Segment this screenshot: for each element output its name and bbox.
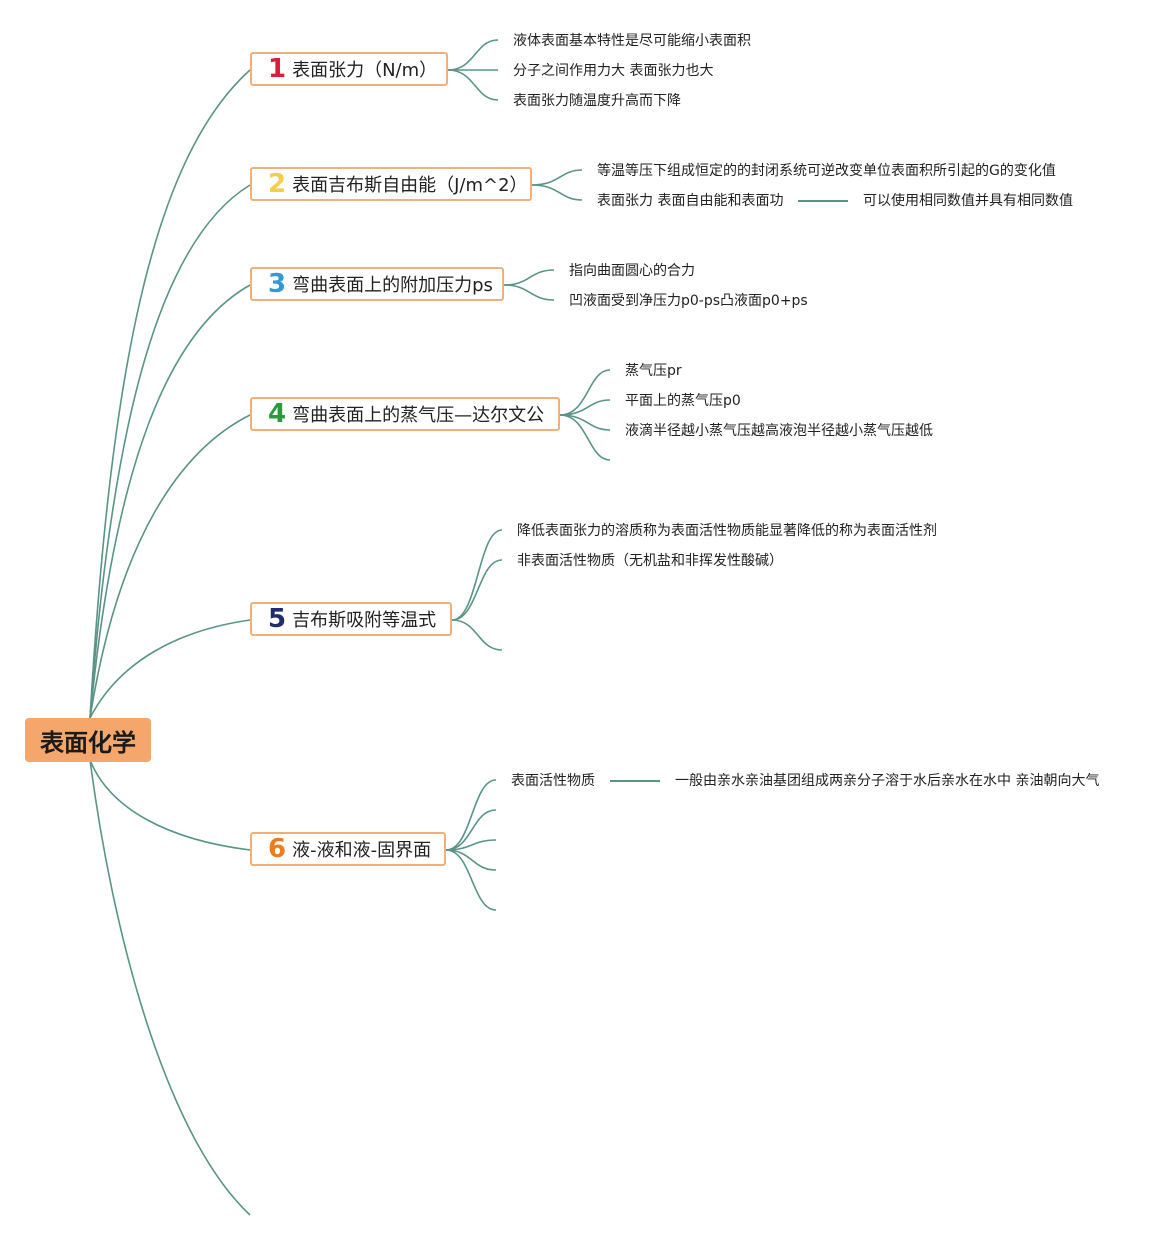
topic-2-leaf-2-connector — [798, 200, 848, 202]
topic-2-label: 表面吉布斯自由能（J/m^2） — [292, 175, 528, 196]
root-link-1 — [89, 69, 251, 719]
topic-4-node[interactable]: 4 弯曲表面上的蒸气压—达尔文公 — [250, 397, 560, 431]
topic-6-leaf-1-connector — [610, 780, 660, 782]
topic-2-node[interactable]: 2 表面吉布斯自由能（J/m^2） — [250, 167, 532, 201]
topic-5-label: 吉布斯吸附等温式 — [292, 610, 437, 631]
topic-3-label: 弯曲表面上的附加压力ps — [292, 275, 493, 296]
topic-6-label: 液-液和液-固界面 — [292, 840, 432, 861]
root-node[interactable]: 表面化学 — [25, 718, 151, 762]
root-link-2 — [89, 184, 251, 719]
topic-4-label: 弯曲表面上的蒸气压—达尔文公 — [292, 405, 545, 426]
topic-1-leaf-3[interactable]: 表面张力随温度升高而下降 — [513, 93, 681, 109]
topic-6-leaf-1-child[interactable]: 一般由亲水亲油基团组成两亲分子溶于水后亲水在水中 亲油朝向大气 — [675, 773, 1100, 789]
topic-5-number: 5 — [268, 604, 287, 634]
topic-6-number: 6 — [268, 834, 287, 864]
root-link-6 — [89, 759, 251, 851]
topic-6-leaf-1[interactable]: 表面活性物质 — [511, 773, 595, 789]
root-link-5 — [89, 619, 251, 719]
topic-3-leaf-1[interactable]: 指向曲面圆心的合力 — [569, 263, 695, 279]
root-label: 表面化学 — [40, 728, 136, 757]
topic-4-leaf-1[interactable]: 蒸气压pr — [625, 363, 682, 379]
topic-1-number: 1 — [268, 54, 287, 84]
topic-2-leaf-2-child[interactable]: 可以使用相同数值并具有相同数值 — [863, 193, 1073, 209]
topic-4-number: 4 — [268, 399, 287, 429]
topic-5-leaf-2[interactable]: 非表面活性物质（无机盐和非挥发性酸碱） — [517, 553, 783, 569]
topic-6-node[interactable]: 6 液-液和液-固界面 — [250, 832, 446, 866]
topic-1-leaf-2[interactable]: 分子之间作用力大 表面张力也大 — [513, 63, 714, 79]
root-link-3 — [89, 284, 251, 719]
topic-2-number: 2 — [268, 169, 287, 199]
topic-4-leaf-2[interactable]: 平面上的蒸气压p0 — [625, 393, 741, 409]
topic-2-leaf-2[interactable]: 表面张力 表面自由能和表面功 — [597, 193, 784, 209]
topic-1-leaf-1[interactable]: 液体表面基本特性是尽可能缩小表面积 — [513, 33, 751, 49]
topic-3-number: 3 — [268, 269, 287, 299]
root-link-4 — [89, 414, 251, 719]
topic-4-leaf-3[interactable]: 液滴半径越小蒸气压越高液泡半径越小蒸气压越低 — [625, 423, 933, 439]
topic-1-node[interactable]: 1 表面张力（N/m） — [250, 52, 448, 86]
topic-2-leaf-1[interactable]: 等温等压下组成恒定的的封闭系统可逆改变单位表面积所引起的G的变化值 — [597, 163, 1056, 179]
topic-3-leaf-2[interactable]: 凹液面受到净压力p0-ps凸液面p0+ps — [569, 293, 808, 309]
topic-5-leaf-1[interactable]: 降低表面张力的溶质称为表面活性物质能显著降低的称为表面活性剂 — [517, 523, 937, 539]
topic-3-node[interactable]: 3 弯曲表面上的附加压力ps — [250, 267, 504, 301]
root-link-7 — [89, 759, 251, 1216]
topic-5-node[interactable]: 5 吉布斯吸附等温式 — [250, 602, 452, 636]
topic-1-label: 表面张力（N/m） — [292, 60, 438, 81]
